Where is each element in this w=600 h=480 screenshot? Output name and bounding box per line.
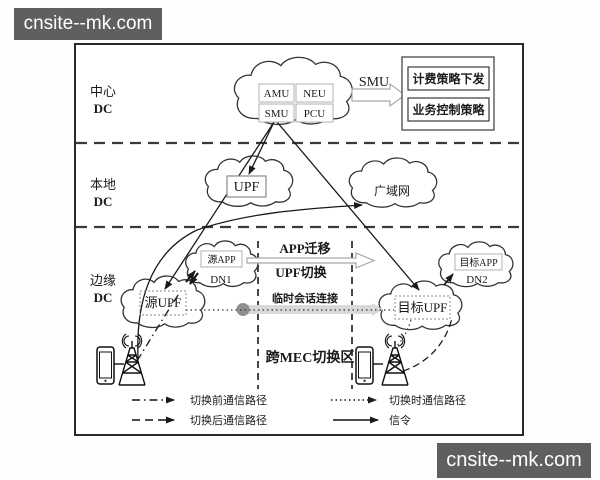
session-anchor-ball [236, 303, 250, 316]
right-phone-icon [355, 346, 374, 385]
left-phone-icon [96, 346, 115, 385]
svg-text:目标UPF: 目标UPF [398, 300, 448, 315]
svg-text:DC: DC [94, 290, 113, 305]
temp-session-label: 临时会话连接 [272, 291, 338, 305]
svg-text:业务控制策略: 业务控制策略 [412, 102, 485, 117]
path-after-handover [402, 317, 453, 372]
app-migration-label: APP迁移 [279, 241, 330, 256]
svg-text:切换前通信路径: 切换前通信路径 [190, 393, 267, 407]
source-upf-box [139, 290, 187, 316]
svg-text:目标APP: 目标APP [459, 257, 498, 269]
svg-text:源APP: 源APP [207, 253, 236, 266]
path-before-handover [136, 291, 181, 362]
control-policy-box [407, 97, 490, 122]
svg-text:SMU: SMU [265, 108, 289, 120]
signal-smu-to-upf [248, 121, 275, 175]
arrow-target-upf-to-dn2 [443, 273, 454, 286]
upf-box [226, 175, 267, 198]
svg-text:本地: 本地 [90, 177, 116, 192]
smu-policy-block-arrow [351, 82, 407, 108]
smu-arrow-label: SMU [359, 75, 389, 90]
zone-label-edge-dc: 边缘 DC [90, 273, 116, 305]
svg-text:NEU: NEU [303, 88, 326, 100]
exchange-arrows-dn1 [185, 270, 199, 285]
smu-box [258, 103, 295, 123]
neu-box [295, 83, 334, 103]
app-migration-block-arrow [246, 252, 376, 269]
svg-text:信令: 信令 [389, 413, 411, 427]
path-source-to-wan [137, 202, 363, 359]
signal-smu-to-source-upf [164, 121, 275, 290]
amu-box [258, 83, 295, 103]
svg-text:PCU: PCU [304, 108, 325, 120]
watermark-bottom-right: cnsite--mk.com [437, 443, 591, 478]
target-app-box [454, 253, 503, 271]
watermark-text: cnsite--mk.com [446, 449, 582, 471]
pcu-box [295, 103, 334, 123]
upf-switch-label: UPF切换 [275, 265, 327, 280]
svg-text:切换后通信路径: 切换后通信路径 [190, 413, 267, 427]
core-nf-grid: AMU NEU SMU PCU [258, 83, 334, 123]
svg-text:UPF: UPF [234, 180, 260, 195]
dn2-label: DN2 [466, 274, 487, 286]
svg-text:计费策略下发: 计费策略下发 [412, 71, 485, 86]
dn1-label: DN1 [210, 274, 231, 286]
billing-policy-box [407, 66, 490, 91]
handover-zone-label: 跨MEC切换区 [266, 349, 355, 366]
svg-text:中心: 中心 [90, 84, 116, 99]
wan-label: 广域网 [374, 184, 410, 198]
source-app-box [200, 250, 243, 268]
svg-text:DC: DC [94, 101, 113, 116]
temp-session-connector [236, 303, 383, 316]
target-upf-box [394, 295, 451, 320]
svg-text:源UPF: 源UPF [145, 295, 182, 310]
legend: 切换前通信路径 切换时通信路径 切换后通信路径 信令 [132, 393, 466, 427]
svg-text:AMU: AMU [264, 88, 290, 100]
svg-text:边缘: 边缘 [90, 273, 116, 288]
svg-text:DC: DC [94, 194, 113, 209]
policy-container: 计费策略下发 业务控制策略 [401, 56, 495, 131]
zone-label-local-dc: 本地 DC [90, 177, 116, 209]
watermark-top-left: cnsite--mk.com [14, 8, 162, 40]
watermark-text: cnsite--mk.com [23, 13, 153, 34]
svg-text:切换时通信路径: 切换时通信路径 [389, 393, 466, 407]
zone-label-center-dc: 中心 DC [90, 84, 116, 116]
